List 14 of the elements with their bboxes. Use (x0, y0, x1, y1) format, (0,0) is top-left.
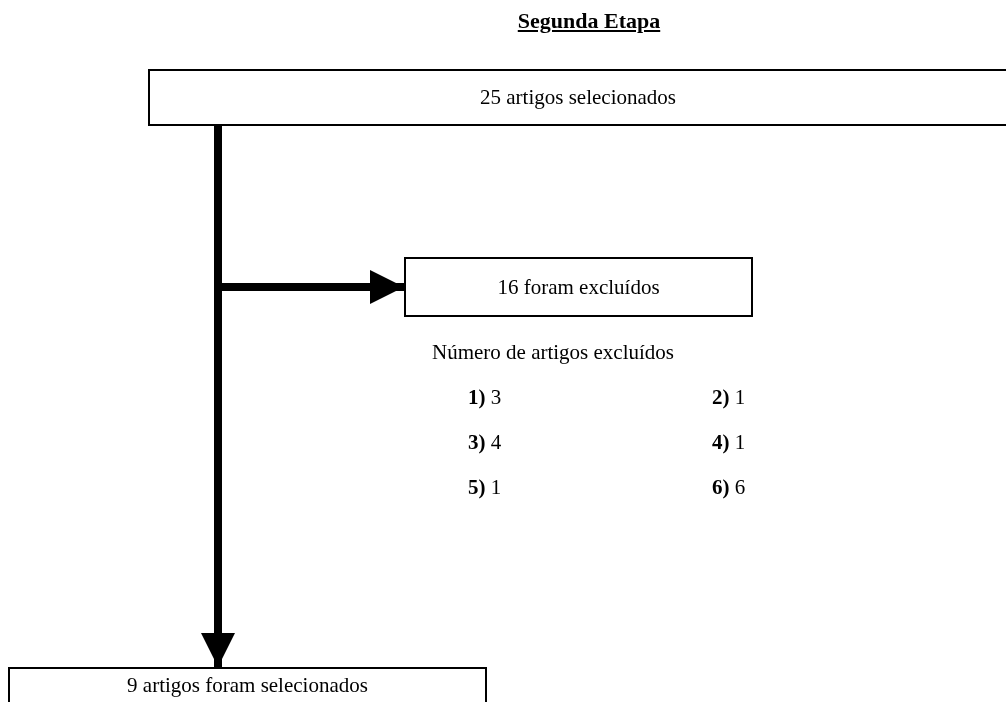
process-box (404, 257, 753, 317)
list-item: 6) 6 (712, 475, 746, 500)
box-text: 16 foram excluídos (497, 274, 660, 300)
list-item: 4) 1 (712, 430, 746, 455)
list-item: 3) 4 (468, 430, 502, 455)
list-item: 5) 1 (468, 475, 502, 500)
box-text: 9 artigos foram selecionados (127, 673, 368, 698)
process-box (148, 69, 1006, 126)
heading: Segunda Etapa (516, 8, 662, 34)
list-item: 1) 3 (468, 385, 502, 410)
list-item: 2) 1 (712, 385, 746, 410)
list-heading: Número de artigos excluídos (432, 340, 675, 365)
box-text: 25 artigos selecionados (480, 85, 676, 110)
process-box (8, 667, 487, 702)
